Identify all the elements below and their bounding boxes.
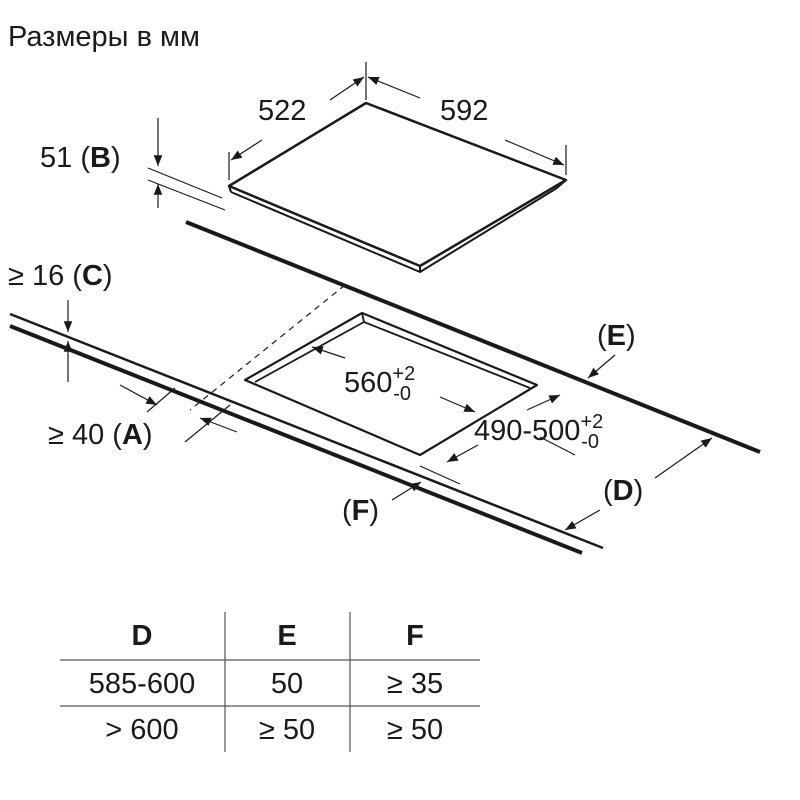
cutout-depth-label: 490-500+2-0 xyxy=(474,411,603,453)
diagram-title: Размеры в мм xyxy=(8,21,200,53)
clearance-a-label: ≥ 40 (A) xyxy=(48,419,153,451)
table-cell: 585-600 xyxy=(89,668,195,700)
clearance-c-label: ≥ 16 (C) xyxy=(8,260,113,292)
table-header-e: E xyxy=(277,620,296,652)
cutout-outline xyxy=(243,311,539,457)
table-cell: ≥ 50 xyxy=(387,714,443,746)
clearance-e-label: (E) xyxy=(597,320,636,352)
table-cell: ≥ 50 xyxy=(259,714,315,746)
hob-height-label: 51 (B) xyxy=(40,142,121,174)
clearance-f-label: (F) xyxy=(342,495,379,527)
hob-outline xyxy=(227,101,568,273)
countertop-lines xyxy=(9,220,761,555)
table-cell: 50 xyxy=(271,668,303,700)
hob-depth-label: 522 xyxy=(258,95,306,127)
table-cell: > 600 xyxy=(105,714,178,746)
table-cell: ≥ 35 xyxy=(387,668,443,700)
clearance-d-label: (D) xyxy=(603,475,643,507)
cutout-dimension-lines xyxy=(63,300,713,531)
table-header-f: F xyxy=(406,620,424,652)
dimension-table: D E F 585-600 50 ≥ 35 > 600 ≥ 50 ≥ 50 xyxy=(60,612,480,752)
cutout-width-label: 560+2-0 xyxy=(344,363,415,405)
table-header-d: D xyxy=(132,620,153,652)
hob-width-label: 592 xyxy=(440,95,488,127)
hob-dimension-lines xyxy=(147,62,567,211)
